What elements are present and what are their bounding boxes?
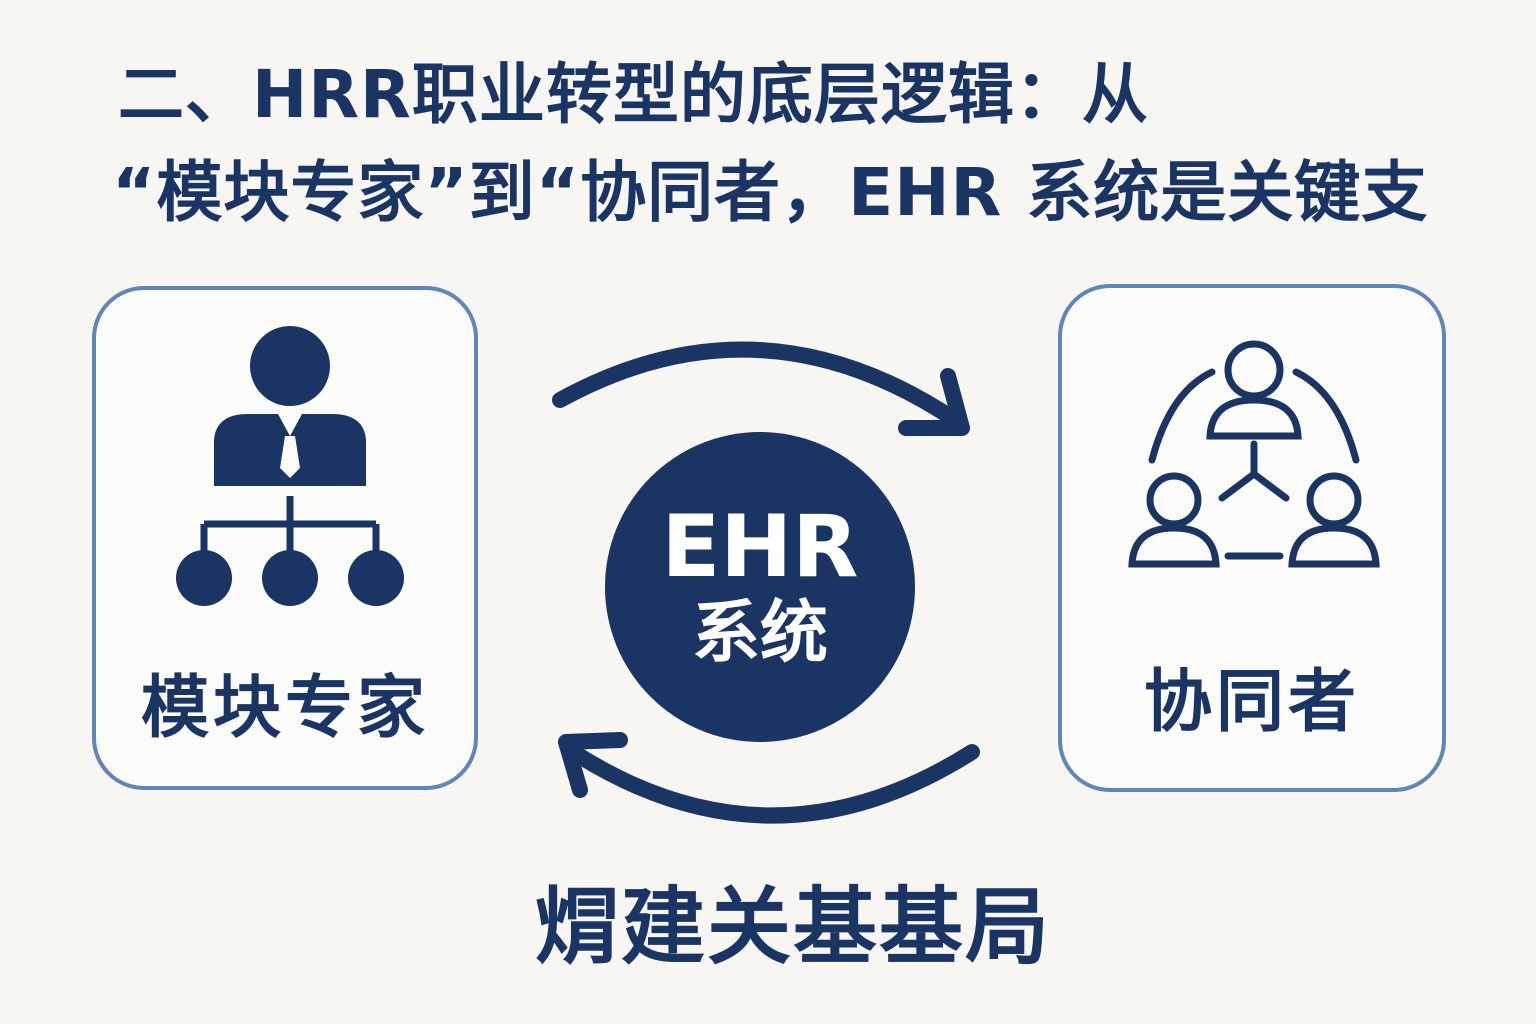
- module-expert-panel: 模块专家: [92, 286, 478, 790]
- bottom-caption: 焨建关基基局: [534, 878, 1051, 976]
- collaboration-people-icon: [1128, 340, 1380, 568]
- module-expert-label: 模块专家: [140, 669, 429, 748]
- org-chart-person-icon: [176, 326, 404, 606]
- collaborator-panel: 协同者: [1058, 284, 1446, 792]
- forward-arrow-icon: [552, 341, 963, 428]
- ehr-title: EHR: [661, 497, 859, 597]
- ehr-system-circle: EHR 系统: [605, 432, 915, 742]
- title-line-2: “模块专家”到“协同者，EHR 系统是关键支: [112, 154, 1429, 231]
- ehr-subtitle: 系统: [691, 594, 828, 673]
- title-line-1: 二、HRR职业转型的底层逻辑：从: [118, 56, 1149, 133]
- backward-arrow-icon: [562, 742, 980, 824]
- collaborator-label: 协同者: [1143, 663, 1360, 742]
